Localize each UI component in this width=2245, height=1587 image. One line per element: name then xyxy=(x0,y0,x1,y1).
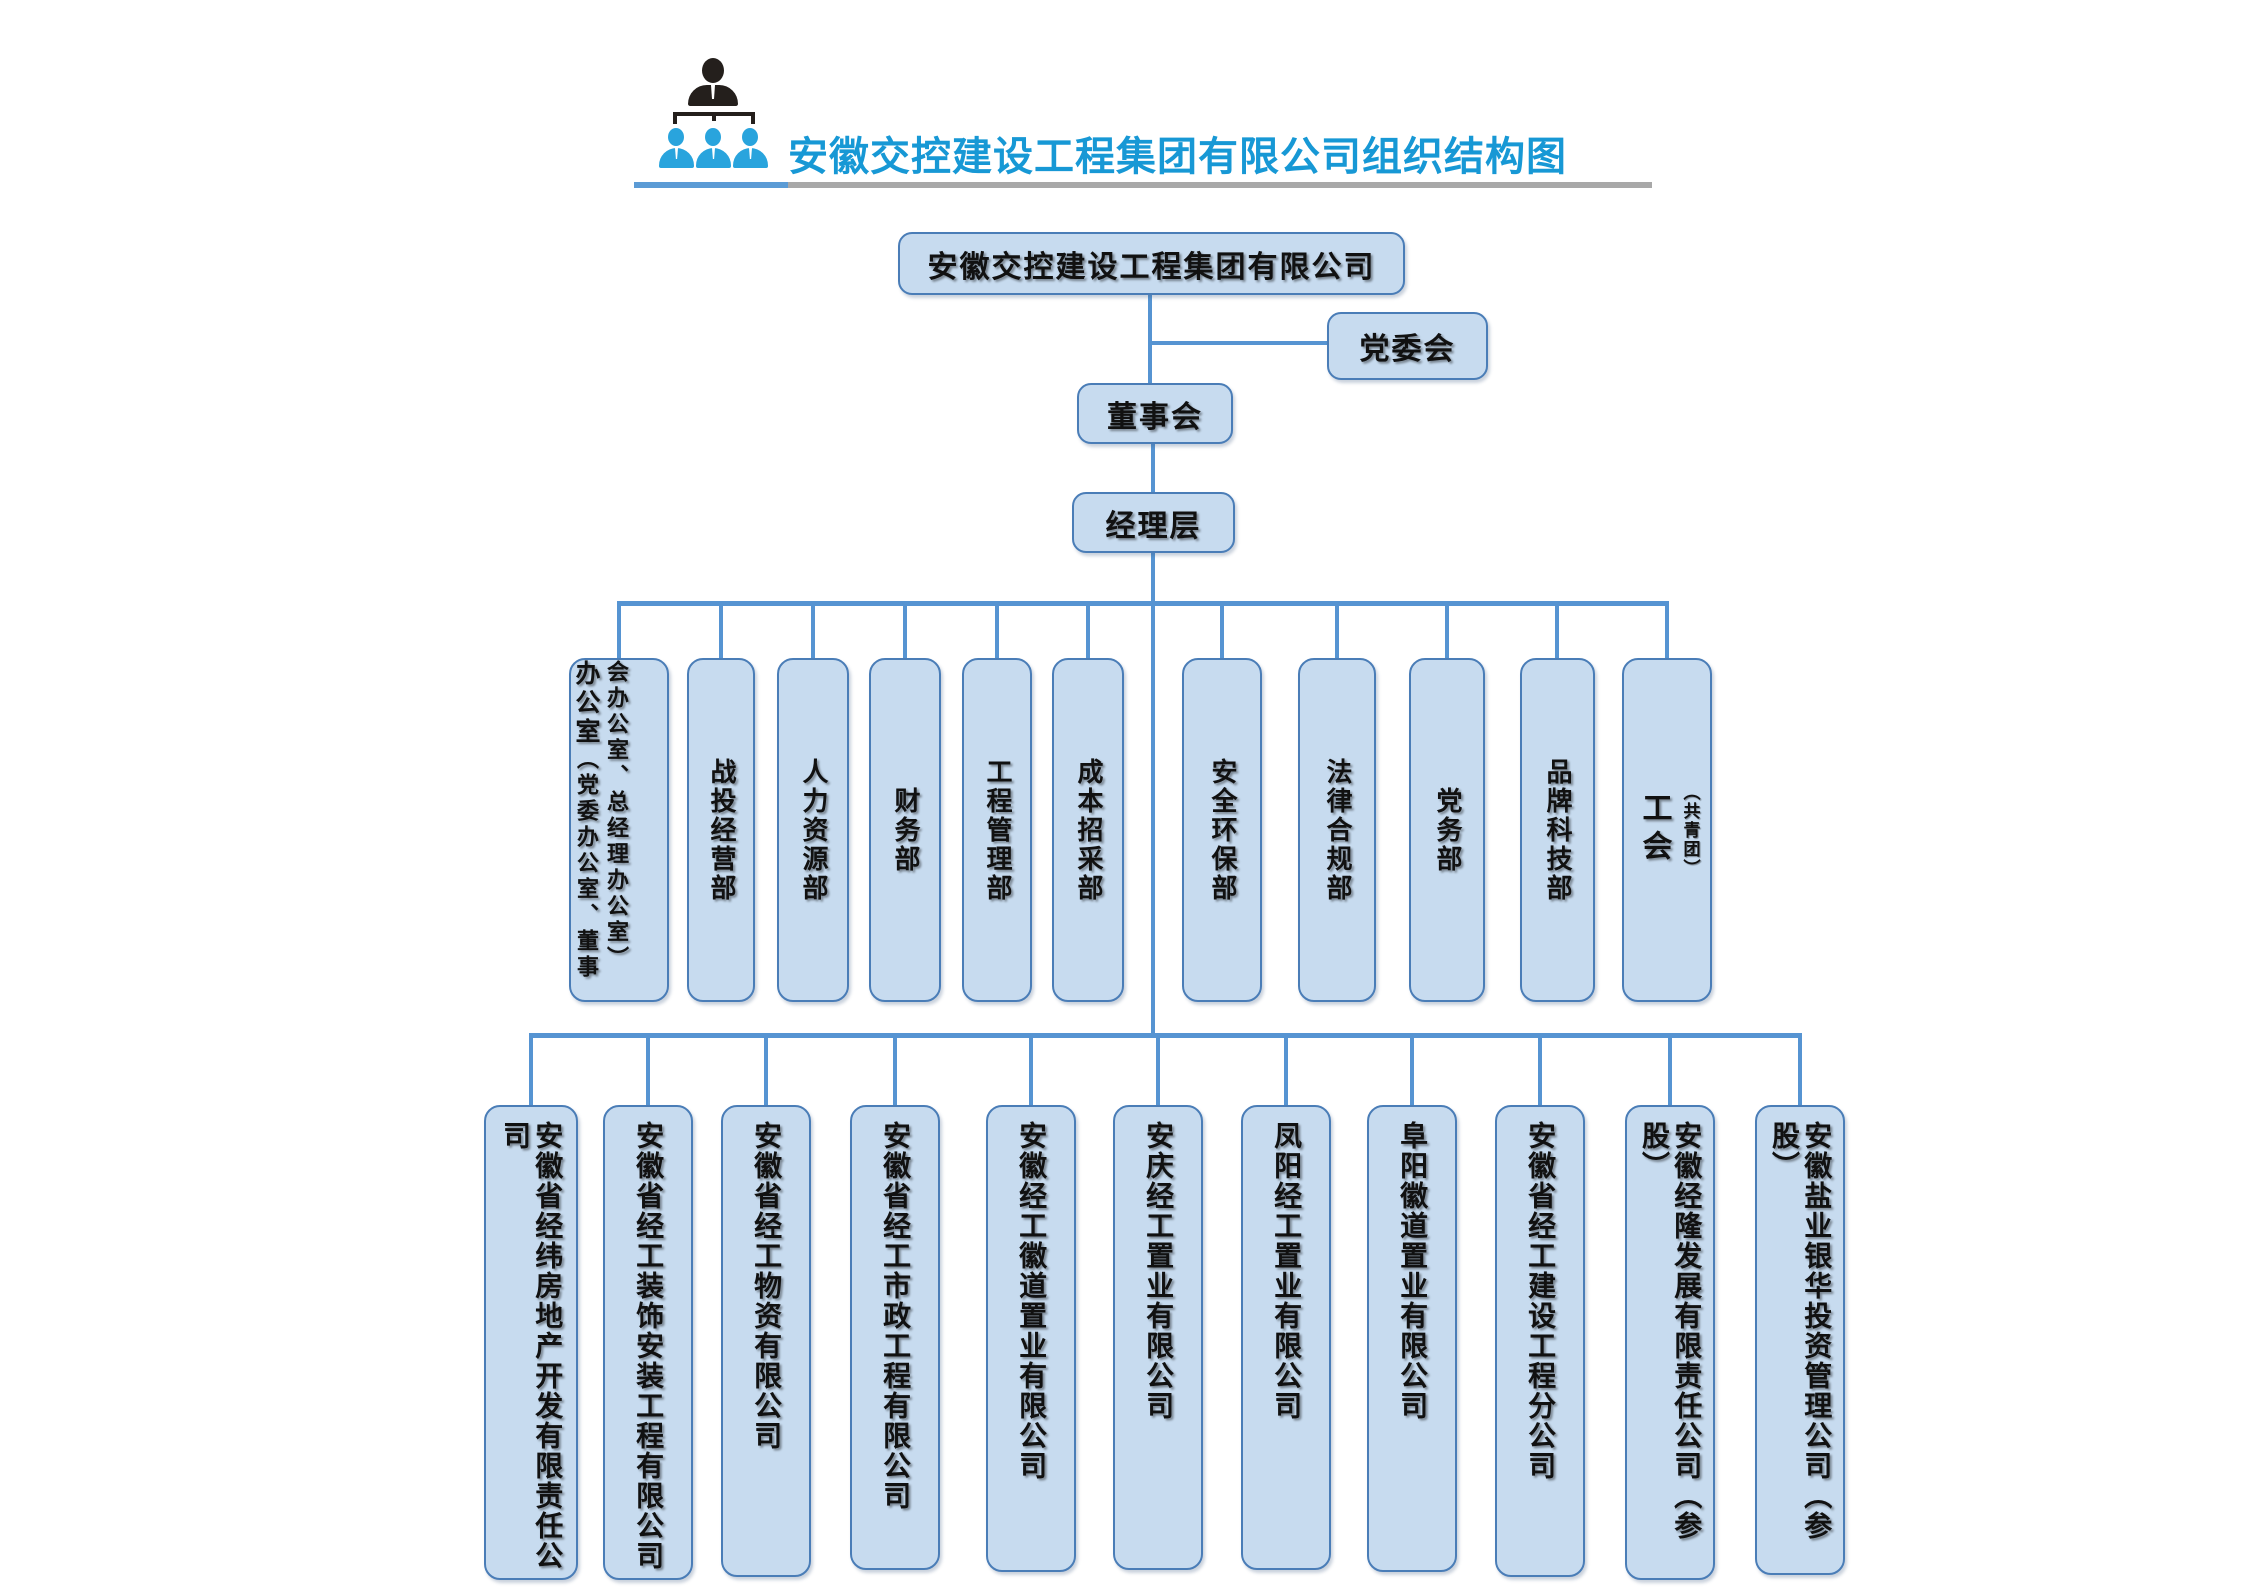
subsidiary-box: 安徽省经纬房地产开发有限责任公司 xyxy=(484,1105,578,1580)
node-management-layer: 经理层 xyxy=(1072,492,1235,553)
department-drop-line xyxy=(1445,601,1449,663)
department-drop-line xyxy=(1086,601,1090,663)
department-drop-line xyxy=(719,601,723,663)
subsidiary-box: 安徽省经工市政工程有限公司 xyxy=(850,1105,940,1570)
subsidiary-box: 安庆经工置业有限公司 xyxy=(1113,1105,1203,1570)
department-box: 安全环保部 xyxy=(1182,658,1262,1002)
subsidiary-drop-line xyxy=(1029,1033,1033,1110)
subsidiary-label: 安徽省经工装饰安装工程有限公司 xyxy=(633,1121,665,1571)
department-box: 工程管理部 xyxy=(962,658,1032,1002)
subsidiary-box: 安徽经隆发展有限责任公司（参股） xyxy=(1625,1105,1715,1580)
department-box: 法律合规部 xyxy=(1298,658,1376,1002)
department-label: 办公室（党委办公室、董事会办公室、总经理办公室） xyxy=(572,660,629,981)
subsidiary-drop-line xyxy=(1538,1033,1542,1110)
department-label-detail: （共青团） xyxy=(1680,782,1700,878)
department-drop-line xyxy=(903,601,907,663)
title-underline-accent xyxy=(634,182,788,188)
subsidiary-drop-line xyxy=(1156,1033,1160,1110)
node-board-of-directors: 董事会 xyxy=(1077,383,1233,444)
connector-company-board xyxy=(1148,295,1152,383)
department-box: 党务部 xyxy=(1409,658,1485,1002)
department-box: 工会 （共青团） xyxy=(1622,658,1712,1002)
member-person-icon xyxy=(668,128,684,146)
subsidiary-box: 安徽省经工物资有限公司 xyxy=(721,1105,811,1577)
department-drop-line xyxy=(617,601,621,663)
subsidiary-drop-line xyxy=(1410,1033,1414,1110)
subsidiary-label: 安徽省经工建设工程分公司 xyxy=(1525,1121,1557,1481)
subsidiary-drop-line xyxy=(646,1033,650,1110)
subsidiary-label: 安徽盐业银华投资管理公司（参股） xyxy=(1769,1121,1833,1541)
subsidiary-box: 凤阳经工置业有限公司 xyxy=(1241,1105,1331,1570)
subsidiary-drop-line xyxy=(1668,1033,1672,1110)
subsidiary-box: 阜阳徽道置业有限公司 xyxy=(1367,1105,1457,1572)
department-drop-line xyxy=(1665,601,1669,663)
department-label: 法律合规部 xyxy=(1322,757,1353,903)
department-drop-line xyxy=(1220,601,1224,663)
department-label-main: 工会 xyxy=(1637,792,1671,868)
page-title: 安徽交控建设工程集团有限公司组织结构图 xyxy=(788,135,1567,179)
node-board-label: 董事会 xyxy=(1107,400,1203,434)
department-label: 品牌科技部 xyxy=(1542,757,1573,903)
department-label: 工会 （共青团） xyxy=(1632,783,1703,878)
subsidiary-label: 安徽省经工物资有限公司 xyxy=(751,1121,783,1451)
department-label: 工程管理部 xyxy=(982,757,1013,903)
subsidiary-box: 安徽经工徽道置业有限公司 xyxy=(986,1105,1076,1572)
connector-board-management xyxy=(1151,444,1155,492)
subsidiary-drop-line xyxy=(529,1033,533,1110)
node-party-committee: 党委会 xyxy=(1327,312,1488,380)
department-label: 财务部 xyxy=(890,786,921,874)
department-label: 安全环保部 xyxy=(1207,757,1238,903)
subsidiary-box: 安徽盐业银华投资管理公司（参股） xyxy=(1755,1105,1845,1575)
subsidiary-drop-line xyxy=(1798,1033,1802,1110)
subsidiary-label: 安徽经工徽道置业有限公司 xyxy=(1016,1121,1048,1481)
node-company: 安徽交控建设工程集团有限公司 xyxy=(898,232,1405,295)
subsidiary-label: 安庆经工置业有限公司 xyxy=(1143,1121,1175,1421)
department-box: 战投经营部 xyxy=(687,658,755,1002)
subsidiary-label: 安徽经隆发展有限责任公司（参股） xyxy=(1639,1121,1703,1541)
department-box: 财务部 xyxy=(869,658,941,1002)
department-drop-line xyxy=(1335,601,1339,663)
subsidiary-drop-line xyxy=(893,1033,897,1110)
node-party-label: 党委会 xyxy=(1359,333,1456,366)
subsidiary-bus-line xyxy=(531,1033,1802,1038)
department-label: 党务部 xyxy=(1432,786,1463,874)
member-person-icon xyxy=(705,128,721,146)
subsidiary-label: 安徽省经纬房地产开发有限责任公司 xyxy=(500,1121,564,1571)
node-company-label: 安徽交控建设工程集团有限公司 xyxy=(927,250,1376,284)
department-drop-line xyxy=(1555,601,1559,663)
subsidiary-drop-line xyxy=(764,1033,768,1110)
subsidiary-box: 安徽省经工装饰安装工程有限公司 xyxy=(603,1105,693,1580)
department-bus-line xyxy=(619,601,1669,606)
subsidiary-box: 安徽省经工建设工程分公司 xyxy=(1495,1105,1585,1577)
department-label: 成本招采部 xyxy=(1073,757,1104,903)
subsidiary-drop-line xyxy=(1284,1033,1288,1110)
subsidiary-label: 安徽省经工市政工程有限公司 xyxy=(880,1121,912,1511)
department-label: 人力资源部 xyxy=(798,757,829,903)
department-drop-line xyxy=(995,601,999,663)
department-label: 战投经营部 xyxy=(706,757,737,903)
leader-person-icon xyxy=(702,58,724,83)
node-management-label: 经理层 xyxy=(1105,509,1202,543)
subsidiary-label: 阜阳徽道置业有限公司 xyxy=(1397,1121,1429,1421)
department-box: 成本招采部 xyxy=(1052,658,1124,1002)
department-box: 办公室（党委办公室、董事会办公室、总经理办公室） xyxy=(569,658,669,1002)
department-box: 品牌科技部 xyxy=(1519,658,1595,1002)
connector-party-branch xyxy=(1150,341,1327,345)
member-person-icon xyxy=(742,128,758,146)
title-underline xyxy=(788,182,1652,188)
department-drop-line xyxy=(811,601,815,663)
department-box: 人力资源部 xyxy=(777,658,849,1002)
connector-management-trunk xyxy=(1151,553,1155,1038)
department-label-main: 办公室 xyxy=(572,660,600,747)
org-chart-logo-icon xyxy=(655,50,775,170)
subsidiary-label: 凤阳经工置业有限公司 xyxy=(1271,1121,1303,1421)
